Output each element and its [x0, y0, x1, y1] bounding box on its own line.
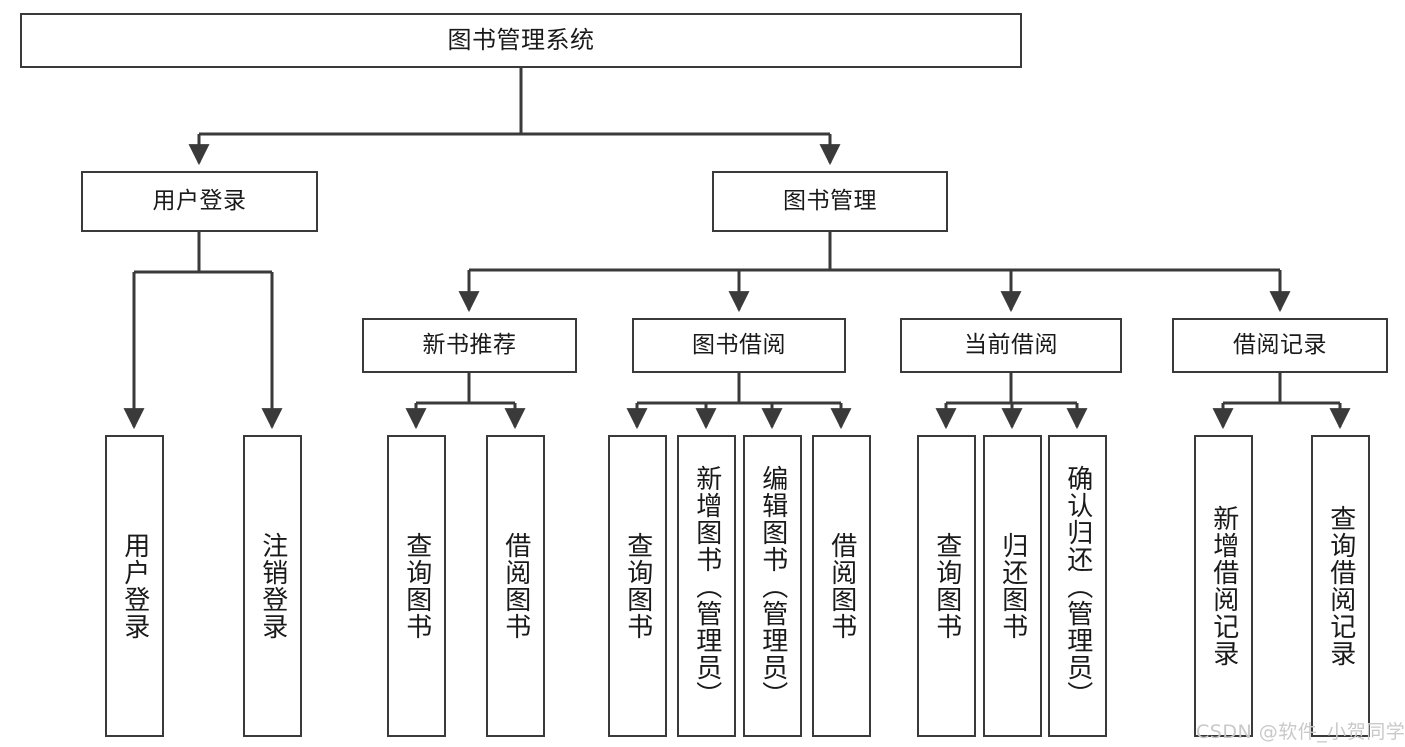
- node-root-book-management-system[interactable]: 图书管理系统: [20, 13, 1022, 68]
- node-label: 确认归还（管理员）: [1062, 464, 1093, 708]
- node-label: 查询图书: [931, 532, 962, 640]
- node-book-management[interactable]: 图书管理: [712, 171, 948, 232]
- node-label: 查询借阅记录: [1325, 505, 1356, 667]
- node-label: 新书推荐: [422, 332, 517, 359]
- csdn-watermark: CSDN @软件_小贺同学: [1196, 721, 1405, 743]
- node-leaf-logout[interactable]: 注销登录: [243, 435, 302, 737]
- node-leaf-borrow-book-recommend[interactable]: 借阅图书: [486, 435, 545, 737]
- node-leaf-return-book[interactable]: 归还图书: [983, 435, 1042, 737]
- node-label: 图书管理: [783, 188, 877, 215]
- node-leaf-edit-book-admin[interactable]: 编辑图书（管理员）: [743, 435, 802, 737]
- node-user-login[interactable]: 用户登录: [81, 171, 318, 232]
- node-label: 用户登录: [152, 188, 247, 215]
- node-borrow-records[interactable]: 借阅记录: [1172, 318, 1388, 373]
- node-leaf-user-login[interactable]: 用户登录: [105, 435, 164, 737]
- node-label: 图书借阅: [692, 332, 786, 359]
- node-leaf-lend-book[interactable]: 借阅图书: [812, 435, 871, 737]
- node-label: 借阅记录: [1233, 332, 1327, 359]
- node-book-borrow[interactable]: 图书借阅: [632, 318, 846, 373]
- node-leaf-add-book-admin[interactable]: 新增图书（管理员）: [677, 435, 736, 737]
- node-leaf-query-book-borrow[interactable]: 查询图书: [608, 435, 667, 737]
- node-label: 新增借阅记录: [1208, 505, 1239, 667]
- node-leaf-query-book-recommend[interactable]: 查询图书: [387, 435, 446, 737]
- node-leaf-add-borrow-record[interactable]: 新增借阅记录: [1194, 435, 1253, 737]
- node-current-borrow[interactable]: 当前借阅: [900, 318, 1122, 373]
- node-label: 查询图书: [622, 532, 653, 640]
- node-label: 查询图书: [401, 532, 432, 640]
- node-label: 用户登录: [119, 532, 150, 640]
- node-label: 借阅图书: [826, 532, 857, 640]
- node-label: 注销登录: [257, 532, 288, 640]
- node-new-book-recommend[interactable]: 新书推荐: [362, 318, 577, 373]
- node-label: 当前借阅: [964, 332, 1058, 359]
- node-leaf-query-book-current[interactable]: 查询图书: [917, 435, 976, 737]
- node-leaf-confirm-return-admin[interactable]: 确认归还（管理员）: [1048, 435, 1107, 737]
- node-label: 归还图书: [997, 532, 1028, 640]
- node-label: 编辑图书（管理员）: [757, 464, 788, 708]
- node-leaf-query-borrow-record[interactable]: 查询借阅记录: [1311, 435, 1370, 737]
- node-label: 新增图书（管理员）: [691, 464, 722, 708]
- node-label: 图书管理系统: [447, 25, 595, 54]
- node-label: 借阅图书: [500, 532, 531, 640]
